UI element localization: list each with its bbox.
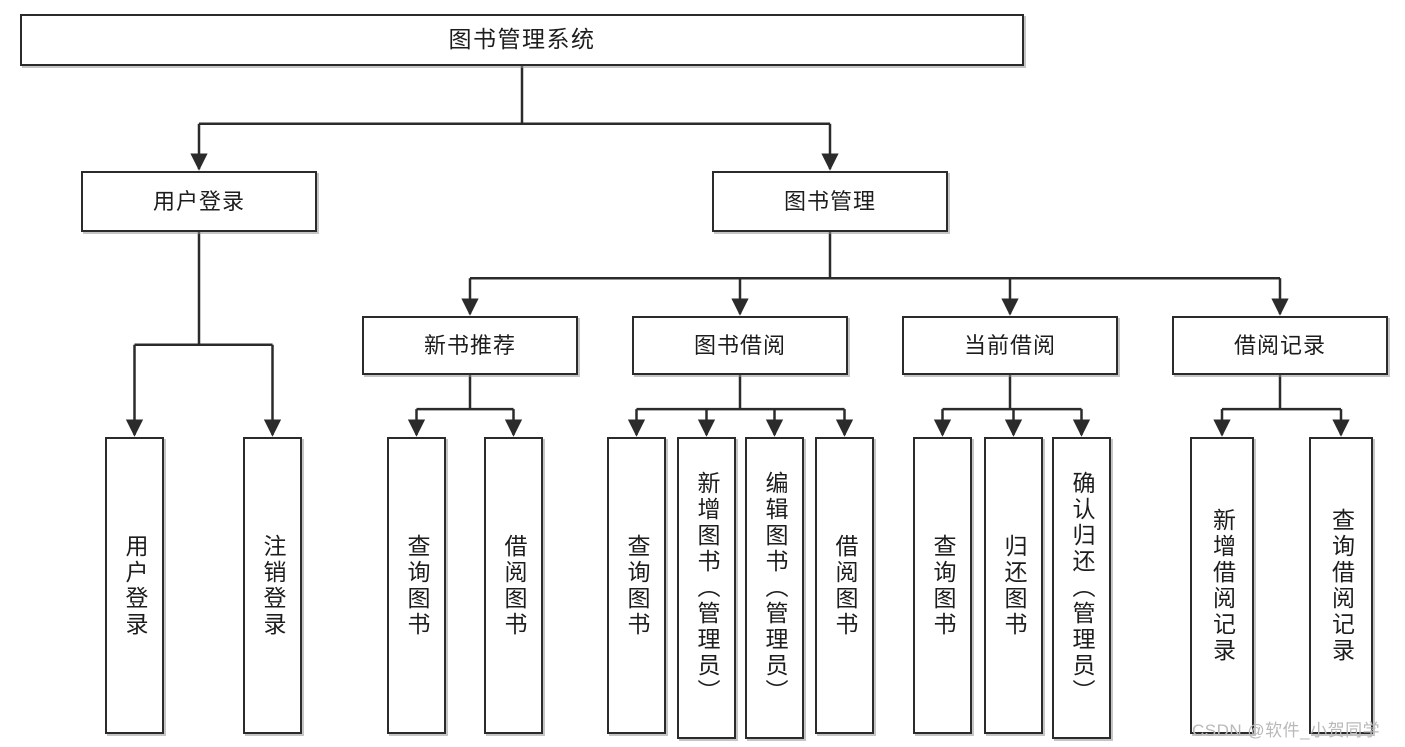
node-cu-confirm[interactable]: 确认归还（管理员） <box>1052 437 1111 739</box>
node-borrow[interactable]: 图书借阅 <box>632 316 848 375</box>
node-nb-borrow[interactable]: 借阅图书 <box>484 437 543 734</box>
node-label: 用户登录 <box>152 188 245 214</box>
node-cu-query[interactable]: 查询图书 <box>913 437 972 734</box>
node-bo-borrow[interactable]: 借阅图书 <box>815 437 874 734</box>
node-label: 查询图书 <box>624 533 650 638</box>
node-newbook[interactable]: 新书推荐 <box>362 316 578 375</box>
node-label: 编辑图书（管理员） <box>762 471 788 705</box>
node-cu-return[interactable]: 归还图书 <box>984 437 1043 734</box>
node-label: 用户登录 <box>122 533 148 638</box>
node-bo-edit[interactable]: 编辑图书（管理员） <box>745 437 804 739</box>
node-re-add[interactable]: 新增借阅记录 <box>1190 437 1254 734</box>
node-label: 借阅图书 <box>832 533 858 638</box>
node-nb-query[interactable]: 查询图书 <box>387 437 446 734</box>
node-login-in[interactable]: 用户登录 <box>105 437 164 734</box>
node-login[interactable]: 用户登录 <box>81 171 317 232</box>
node-re-query[interactable]: 查询借阅记录 <box>1309 437 1373 734</box>
node-bookmgmt[interactable]: 图书管理 <box>712 171 948 232</box>
node-label: 新书推荐 <box>423 332 516 358</box>
node-label: 注销登录 <box>260 533 286 638</box>
node-label: 查询图书 <box>404 533 430 638</box>
node-label: 确认归还（管理员） <box>1069 471 1095 705</box>
node-root[interactable]: 图书管理系统 <box>20 14 1024 66</box>
node-label: 新增图书（管理员） <box>694 471 720 705</box>
node-bo-query[interactable]: 查询图书 <box>607 437 666 734</box>
node-current[interactable]: 当前借阅 <box>902 316 1118 375</box>
node-label: 查询图书 <box>930 533 956 638</box>
node-records[interactable]: 借阅记录 <box>1172 316 1388 375</box>
node-label: 当前借阅 <box>963 332 1056 358</box>
node-label: 图书借阅 <box>693 332 786 358</box>
node-label: 图书管理系统 <box>448 26 596 53</box>
node-label: 借阅图书 <box>501 533 527 638</box>
node-label: 图书管理 <box>783 188 876 214</box>
node-login-out[interactable]: 注销登录 <box>243 437 302 734</box>
node-label: 借阅记录 <box>1233 332 1326 358</box>
node-label: 归还图书 <box>1001 533 1027 638</box>
node-label: 查询借阅记录 <box>1328 507 1355 664</box>
node-bo-add[interactable]: 新增图书（管理员） <box>677 437 736 739</box>
csdn-watermark: CSDN @软件_小贺同学 <box>1192 721 1381 740</box>
node-label: 新增借阅记录 <box>1209 507 1236 664</box>
